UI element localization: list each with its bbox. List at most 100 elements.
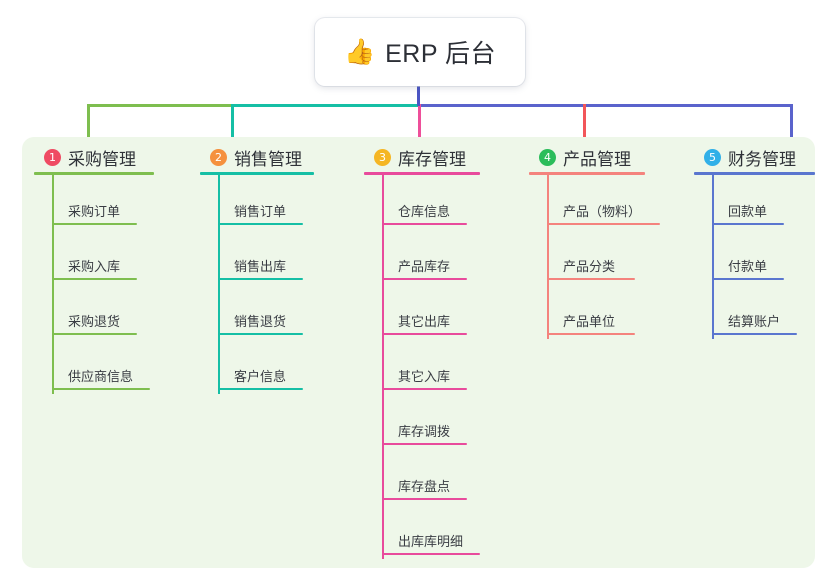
column-header-1[interactable]: 1 采购管理 [26,140,201,175]
list-item[interactable]: 回款单 [686,174,816,229]
column-items-1: 采购订单采购入库采购退货供应商信息 [26,174,201,394]
column-items-5: 回款单付款单结算账户 [686,174,816,339]
list-item[interactable]: 供应商信息 [26,339,201,394]
list-item[interactable]: 其它入库 [356,339,526,394]
item-label: 销售订单 [234,204,287,219]
list-item[interactable]: 产品（物料） [521,174,689,229]
item-label: 销售出库 [234,259,287,274]
column-title-4: 产品管理 [563,149,631,169]
root-connector-stem [417,86,420,106]
column-1: 1 采购管理采购订单采购入库采购退货供应商信息 [26,140,201,394]
column-4: 4 产品管理产品（物料） 产品分类产品单位 [521,140,689,339]
column-header-rule-1 [34,172,154,175]
list-item[interactable]: 销售退货 [192,284,360,339]
list-item[interactable]: 结算账户 [686,284,816,339]
item-label: 客户信息 [234,369,287,384]
item-rule [218,223,303,225]
bus-segment-1 [87,104,231,107]
drop-connector-column-1 [87,104,90,142]
column-header-rule-2 [200,172,314,175]
column-header-4[interactable]: 4 产品管理 [521,140,689,175]
item-label: 付款单 [728,259,768,274]
column-items-3: 仓库信息产品库存其它出库其它入库库存调拨库存盘点出库库明细 [356,174,526,559]
list-item[interactable]: 其它出库 [356,284,526,339]
item-label: 仓库信息 [398,204,451,219]
root-node-title: ERP 后台 [385,40,497,68]
column-header-2[interactable]: 2 销售管理 [192,140,360,175]
column-header-rule-5 [694,172,815,175]
column-title-2: 销售管理 [234,149,302,169]
column-2: 2 销售管理销售订单销售出库销售退货客户信息 [192,140,360,394]
item-label: 库存盘点 [398,479,451,494]
item-rule [547,278,635,280]
list-item[interactable]: 销售订单 [192,174,360,229]
list-item[interactable]: 产品分类 [521,229,689,284]
column-spine-5 [712,174,714,339]
column-title-1: 采购管理 [68,149,136,169]
item-label: 销售退货 [234,314,287,329]
column-title-5: 财务管理 [728,149,796,169]
item-label: 产品单位 [563,314,616,329]
item-label: 采购订单 [68,204,121,219]
item-rule [218,388,303,390]
item-rule [382,443,467,445]
column-badge-2: 2 [210,148,227,166]
column-spine-2 [218,174,220,394]
item-rule [52,388,150,390]
item-rule [382,333,467,335]
list-item[interactable]: 采购订单 [26,174,201,229]
item-label: 其它出库 [398,314,451,329]
item-rule [218,333,303,335]
list-item[interactable]: 出库库明细 [356,504,526,559]
item-rule [712,333,797,335]
column-spine-3 [382,174,384,559]
item-rule [52,223,137,225]
column-items-2: 销售订单销售出库销售退货客户信息 [192,174,360,394]
list-item[interactable]: 产品库存 [356,229,526,284]
list-item[interactable]: 客户信息 [192,339,360,394]
list-item[interactable]: 库存调拨 [356,394,526,449]
item-label: 其它入库 [398,369,451,384]
item-rule [382,223,467,225]
bus-segment-3 [418,104,790,107]
item-rule [547,333,635,335]
column-items-4: 产品（物料） 产品分类产品单位 [521,174,689,339]
item-rule [218,278,303,280]
column-badge-4: 4 [539,148,556,166]
list-item[interactable]: 采购入库 [26,229,201,284]
drop-connector-column-3 [418,104,421,142]
list-item[interactable]: 销售出库 [192,229,360,284]
drop-connector-column-4 [583,104,586,142]
list-item[interactable]: 库存盘点 [356,449,526,504]
column-badge-3: 3 [374,148,391,166]
item-rule [382,498,467,500]
column-spine-4 [547,174,549,339]
item-rule [712,223,784,225]
item-rule [382,388,467,390]
root-node-erp-backend[interactable]: 👍 ERP 后台 [315,18,525,86]
list-item[interactable]: 采购退货 [26,284,201,339]
bus-segment-2 [231,104,418,107]
item-label: 结算账户 [728,314,781,329]
column-header-rule-3 [364,172,480,175]
item-label: 产品库存 [398,259,451,274]
list-item[interactable]: 仓库信息 [356,174,526,229]
list-item[interactable]: 产品单位 [521,284,689,339]
drop-connector-column-5 [790,104,793,142]
item-label: 产品（物料） [563,204,642,219]
column-spine-1 [52,174,54,394]
item-rule [52,333,137,335]
column-badge-1: 1 [44,148,61,166]
list-item[interactable]: 付款单 [686,229,816,284]
diagram-panel [22,137,815,568]
item-label: 采购退货 [68,314,121,329]
item-label: 供应商信息 [68,369,134,384]
item-label: 产品分类 [563,259,616,274]
drop-connector-column-2 [231,104,234,142]
item-label: 出库库明细 [398,534,464,549]
